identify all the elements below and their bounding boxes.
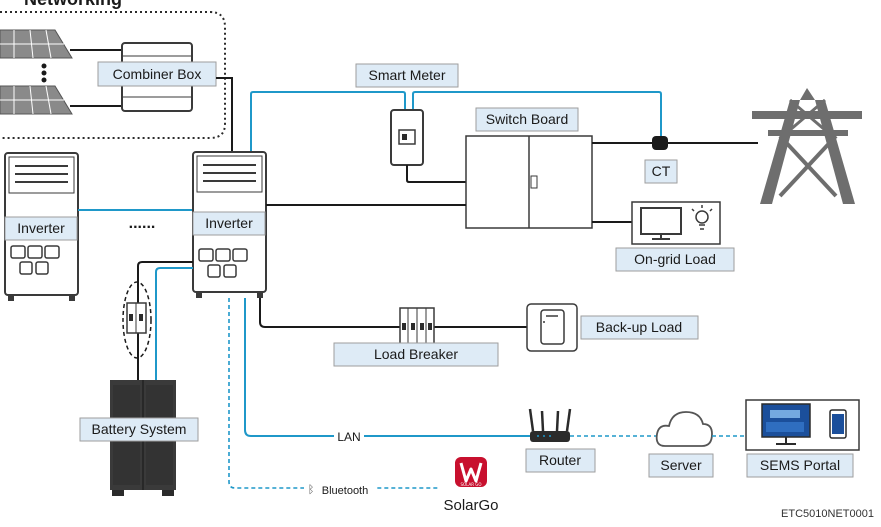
ongrid-load-label: On-grid Load [634, 251, 716, 267]
router-icon [528, 408, 572, 442]
switch-board [465, 135, 593, 229]
ct-label-bg [644, 159, 678, 184]
load-breaker-label-bg [333, 342, 499, 367]
load-breaker [399, 307, 435, 345]
diagram-title: Networking [24, 0, 122, 9]
ongrid-load-device [631, 201, 721, 245]
pv-panel-top [0, 29, 73, 59]
inverter-main-label-bg [192, 211, 266, 236]
solargo-badge: SOLAR GO [460, 482, 481, 487]
battery-breaker [126, 302, 147, 334]
ct-label: CT [652, 163, 671, 179]
pv-more-dots [41, 63, 47, 83]
inverter-main-label: Inverter [205, 215, 253, 231]
bluetooth-label: Bluetooth [322, 485, 368, 497]
load-breaker-label: Load Breaker [374, 346, 458, 362]
battery-breaker-enclosure [122, 281, 152, 359]
inverter-ellipsis: ...... [129, 215, 156, 232]
battery-system-label-bg [79, 417, 199, 442]
pv-area-boundary [0, 11, 226, 139]
sems-portal-label: SEMS Portal [760, 457, 840, 473]
battery-system-label: Battery System [92, 421, 187, 437]
pv-panel-bottom [0, 85, 73, 115]
sems-portal-devices [745, 399, 860, 451]
solargo-label: SolarGo [443, 497, 498, 514]
combiner-box-label: Combiner Box [113, 66, 202, 82]
cloud-icon [655, 411, 713, 447]
smart-meter-label: Smart Meter [368, 67, 445, 83]
backup-load-device [526, 303, 578, 352]
power-grid-tower-icon [752, 88, 862, 204]
lightbulb-icon [691, 205, 713, 230]
inverter-left-label: Inverter [17, 220, 65, 236]
switch-board-label-bg [475, 107, 579, 132]
combiner-box-label-bg [97, 61, 217, 87]
router-label: Router [539, 452, 581, 468]
sems-portal-label-bg [746, 453, 854, 478]
figure-code: ETC5010NET0001 [781, 508, 874, 520]
smart-meter [390, 109, 424, 172]
backup-load-label: Back-up Load [596, 319, 682, 335]
bluetooth-icon: ᛒ [308, 483, 315, 496]
inverter-left-label-bg [4, 216, 78, 241]
server-label-bg [648, 453, 714, 478]
ongrid-load-label-bg [615, 247, 735, 272]
router-label-bg [525, 448, 596, 473]
switch-board-label: Switch Board [486, 111, 568, 127]
backup-load-label-bg [580, 315, 699, 340]
server-label: Server [660, 457, 702, 473]
smart-meter-label-bg [355, 63, 459, 88]
lan-label: LAN [337, 430, 360, 444]
ct-sensor [652, 136, 668, 150]
solargo-app-icon: SOLAR GO [455, 457, 487, 487]
